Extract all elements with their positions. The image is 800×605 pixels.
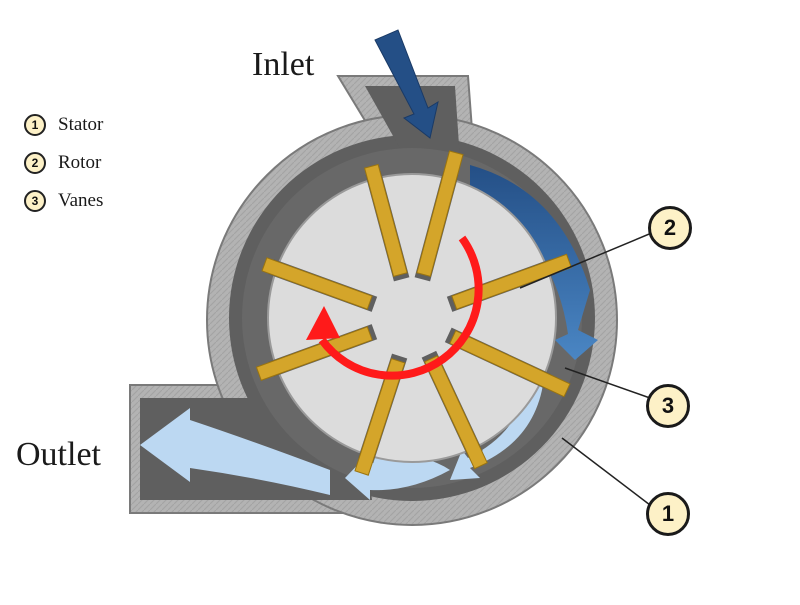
legend-label: Rotor	[58, 152, 102, 173]
callout-leaders	[519, 231, 655, 506]
rotation-arrowhead	[306, 306, 340, 340]
legend-label: Stator	[58, 114, 104, 135]
rotation-arrow	[318, 235, 483, 380]
legend-badge: 2	[24, 152, 46, 174]
inlet-flow	[374, 29, 598, 360]
vane	[449, 330, 571, 398]
rotor-callout: 2	[648, 206, 692, 250]
outlet-label: Outlet	[16, 436, 101, 473]
legend-badge: 1	[24, 114, 46, 136]
legend-item-stator: 1 Stator	[24, 106, 103, 144]
legend-label: Vanes	[58, 190, 104, 211]
vane	[354, 358, 406, 476]
vane	[416, 150, 464, 277]
vane	[261, 257, 373, 310]
vane	[255, 326, 373, 381]
rotor	[267, 173, 557, 463]
legend-item-rotor: 2 Rotor	[24, 144, 103, 182]
vane	[424, 355, 488, 470]
legend: 1 Stator 2 Rotor 3 Vanes	[24, 106, 103, 220]
vane	[363, 163, 408, 277]
vanes-callout: 3	[646, 384, 690, 428]
stator-callout: 1	[646, 492, 690, 536]
legend-item-vanes: 3 Vanes	[24, 182, 103, 220]
inlet-label: Inlet	[252, 46, 315, 83]
legend-badge: 3	[24, 190, 46, 212]
